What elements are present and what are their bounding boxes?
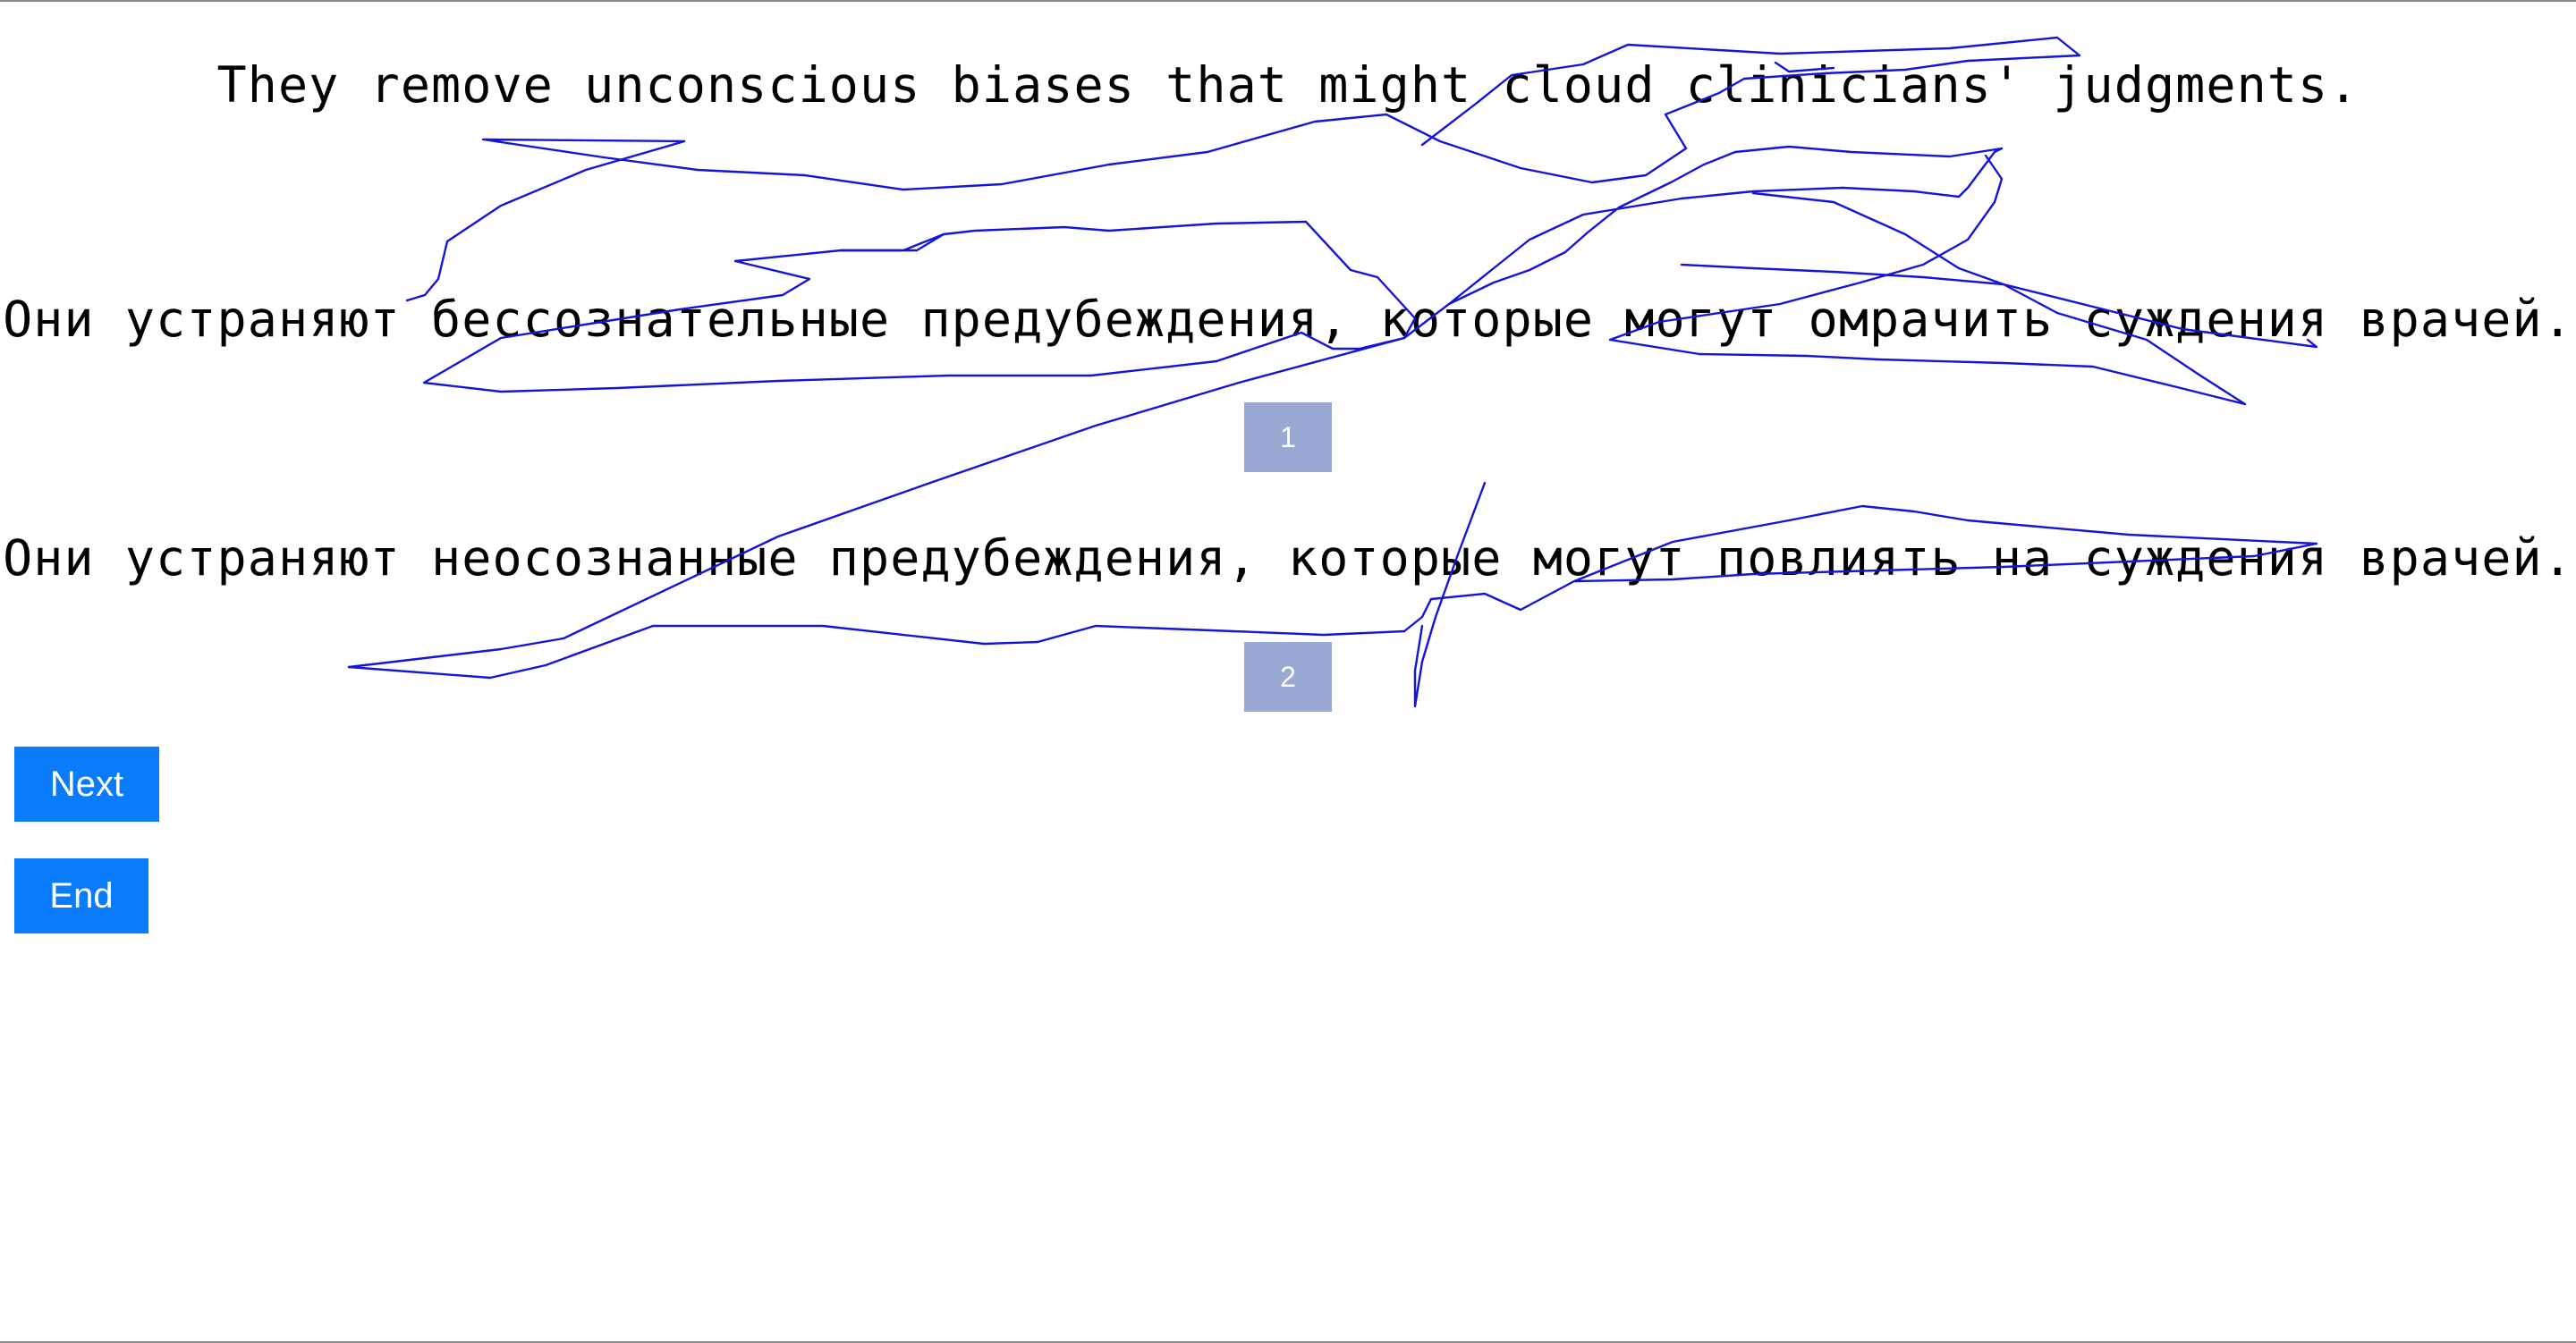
choice-button-1[interactable]: 1 [1244, 402, 1332, 472]
end-button[interactable]: End [14, 858, 148, 933]
translation-candidate-2: Они устраняют неосознанные предубеждения… [3, 529, 2573, 587]
translation-candidate-1: Они устраняют бессознательные предубежде… [3, 291, 2573, 348]
next-button[interactable]: Next [14, 747, 159, 822]
choice-button-2[interactable]: 2 [1244, 642, 1332, 712]
source-sentence: They remove unconscious biases that migh… [216, 56, 2360, 114]
